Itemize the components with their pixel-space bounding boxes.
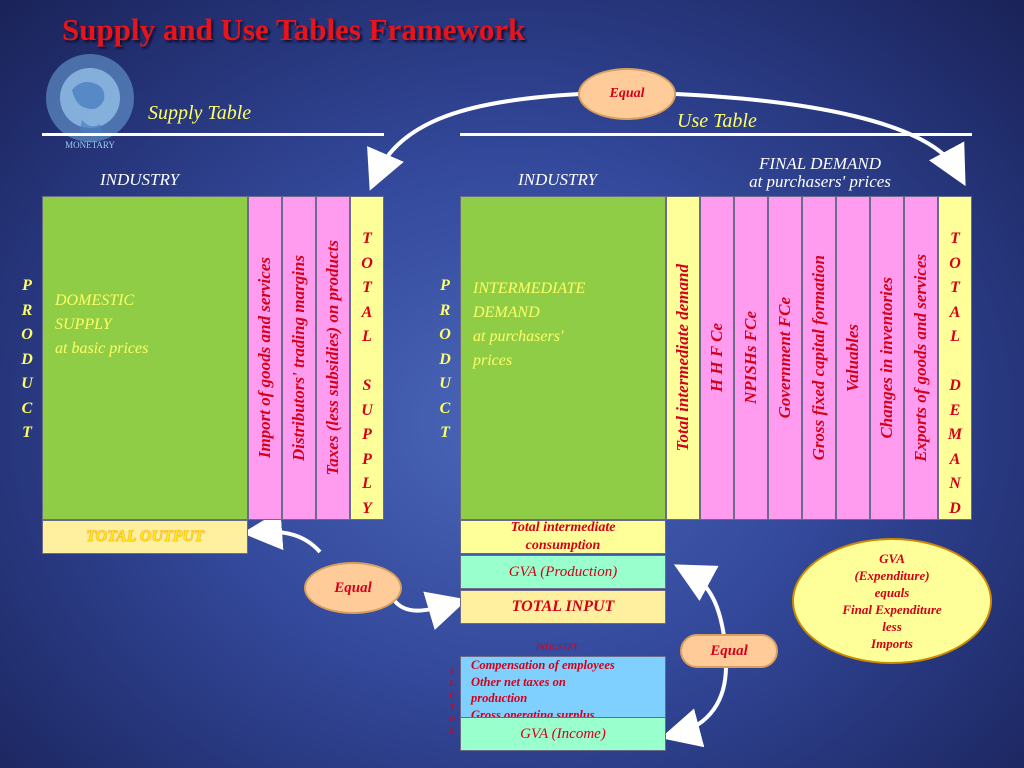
svg-text:MONETARY: MONETARY (65, 140, 115, 150)
total-demand-column: T O T A L D E M A N D (938, 196, 972, 520)
income-components-block: Compensation of employees Other net taxe… (460, 656, 666, 718)
hhfce-column: H H F Ce (700, 196, 734, 520)
intermediate-demand-block: INTERMEDIATE DEMAND at purchasers' price… (460, 196, 666, 520)
total-input-row: TOTAL INPUT (460, 590, 666, 624)
valuables-column: Valuables (836, 196, 870, 520)
page-title: Supply and Use Tables Framework (62, 12, 526, 47)
income-item-4: Gross operating surplus (471, 707, 595, 718)
gva-income-label: GVA (Income) (520, 725, 606, 742)
income-sector-letters: S E C T O R (449, 667, 455, 736)
use-product-letters: P R O D U C T (439, 277, 451, 441)
right-arc-up (673, 564, 726, 637)
import-column-label: Import of goods and services (255, 257, 274, 459)
domestic-supply-line-3: at basic prices (55, 340, 149, 357)
income-item-2: Other net taxes on (471, 674, 566, 689)
total-input-label: TOTAL INPUT (511, 598, 615, 615)
import-column: Import of goods and services (248, 196, 282, 520)
final-demand-label: FINAL DEMAND at purchasers' prices (710, 155, 930, 191)
inventories-label: Changes in inventories (877, 277, 896, 439)
top-arc-right (675, 92, 966, 187)
total-output-label: TOTAL OUTPUT (86, 528, 204, 545)
income-item-1: Compensation of employees (471, 658, 615, 672)
intermediate-demand-line-1: INTERMEDIATE (473, 280, 586, 297)
supply-table-rule (42, 133, 384, 136)
total-intermediate-demand-column: Total intermediate demand (666, 196, 700, 520)
total-intermediate-consumption-label: Total intermediate consumption (510, 520, 616, 553)
domestic-supply-line-1: DOMESTIC (55, 292, 135, 309)
total-intermediate-demand-label: Total intermediate demand (673, 264, 692, 452)
hhfce-label: H H F Ce (707, 323, 726, 393)
npishs-column: NPISHs FCe (734, 196, 768, 520)
imf-seal-logo-icon: MONETARY (46, 54, 134, 150)
margins-column-label: Distributors' trading margins (289, 255, 308, 461)
right-arc-down (660, 665, 728, 748)
middle-arc-down (392, 591, 468, 630)
supply-product-letters: P R O D U C T (21, 277, 33, 441)
gva-production-row: GVA (Production) (460, 555, 666, 589)
intermediate-demand-line-2: DEMAND (473, 304, 540, 321)
exports-column: Exports of goods and services (904, 196, 938, 520)
top-arc-left (367, 92, 581, 191)
domestic-supply-line-2: SUPPLY (55, 316, 112, 333)
npishs-label: NPISHs FCe (741, 311, 760, 405)
inventories-column: Changes in inventories (870, 196, 904, 520)
domestic-supply-block: DOMESTIC SUPPLY at basic prices (42, 196, 248, 520)
supply-table-heading: Supply Table (148, 102, 252, 124)
gva-production-label: GVA (Production) (508, 563, 618, 580)
total-output-row: TOTAL OUTPUT (42, 520, 248, 554)
equal-oval-middle: Equal (304, 562, 402, 614)
equal-oval-top: Equal (578, 68, 676, 120)
use-table-heading: Use Table (677, 110, 757, 132)
government-column: Government FCe (768, 196, 802, 520)
total-supply-column: T O T A L S U P P L Y (350, 196, 384, 520)
equal-oval-right: Equal (680, 634, 778, 668)
gfcf-label: Gross fixed capital formation (809, 255, 828, 461)
use-industry-label: INDUSTRY (518, 170, 598, 189)
intermediate-demand-line-4: prices (473, 352, 513, 369)
gfcf-column: Gross fixed capital formation (802, 196, 836, 520)
taxes-column: Taxes (less subsidies) on products (316, 196, 350, 520)
valuables-label: Valuables (843, 323, 862, 393)
middle-arc-up (242, 510, 322, 554)
income-item-3: production (471, 691, 528, 705)
final-demand-subtitle: at purchasers' prices (749, 172, 891, 191)
gva-expenditure-oval: GVA (Expenditure) equals Final Expenditu… (792, 538, 992, 664)
income-industry-label: INDUSTRY (536, 642, 578, 652)
final-demand-title: FINAL DEMAND (759, 154, 881, 173)
supply-industry-label: INDUSTRY (100, 170, 180, 189)
total-intermediate-consumption-row: Total intermediate consumption (460, 520, 666, 554)
use-table-rule (460, 133, 972, 136)
government-label: Government FCe (775, 297, 794, 419)
taxes-column-label: Taxes (less subsidies) on products (323, 240, 342, 476)
exports-label: Exports of goods and services (911, 254, 930, 462)
gva-income-row: GVA (Income) (460, 717, 666, 751)
intermediate-demand-line-3: at purchasers' (473, 328, 564, 345)
margins-column: Distributors' trading margins (282, 196, 316, 520)
